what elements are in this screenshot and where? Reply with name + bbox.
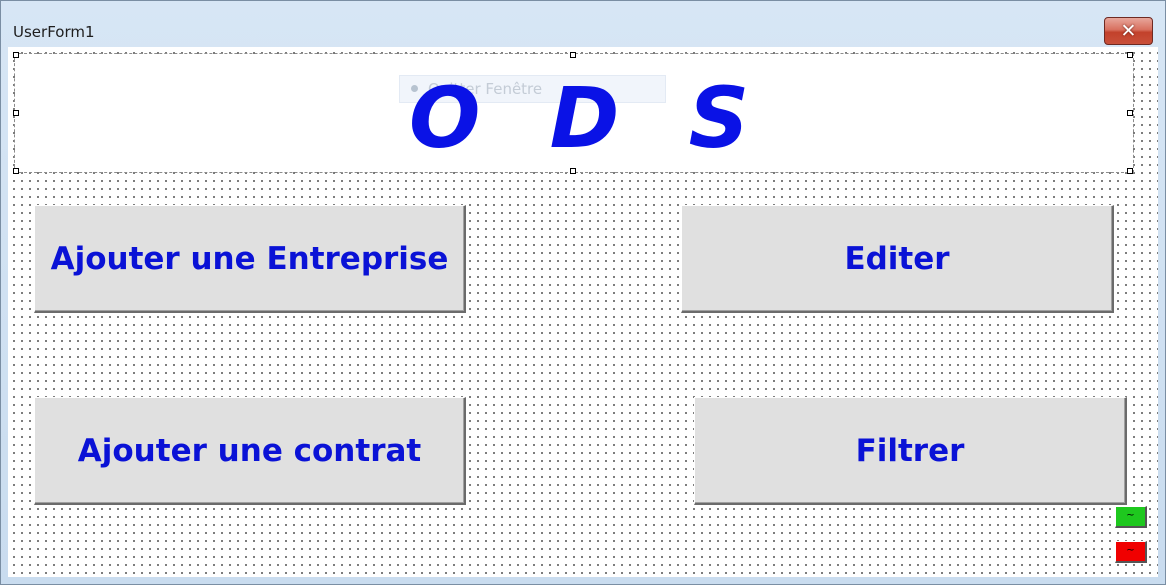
close-button[interactable]: ✕: [1104, 17, 1153, 45]
resize-handle[interactable]: [1127, 110, 1133, 116]
resize-handle[interactable]: [570, 52, 576, 58]
window-title: UserForm1: [13, 23, 95, 41]
edit-button[interactable]: Editer: [681, 205, 1114, 313]
ghost-option-button: Quitter Fenêtre: [399, 75, 666, 103]
banner-title: O D S: [409, 69, 770, 167]
add-company-button[interactable]: Ajouter une Entreprise: [34, 205, 466, 313]
ghost-option-label: Quitter Fenêtre: [428, 80, 543, 98]
add-contract-button[interactable]: Ajouter une contrat: [34, 397, 466, 505]
resize-handle[interactable]: [13, 52, 19, 58]
resize-handle[interactable]: [13, 168, 19, 174]
resize-handle[interactable]: [570, 168, 576, 174]
resize-handle[interactable]: [1127, 52, 1133, 58]
header-banner[interactable]: Quitter Fenêtre O D S: [14, 53, 1134, 173]
close-icon: ✕: [1120, 19, 1137, 42]
resize-handle[interactable]: [1127, 168, 1133, 174]
confirm-button[interactable]: ~: [1115, 506, 1147, 528]
title-bar[interactable]: UserForm1 ✕: [1, 1, 1165, 47]
form-design-grid: Quitter Fenêtre O D S Ajouter une Entrep…: [8, 47, 1158, 577]
radio-dot-icon: [411, 85, 418, 92]
resize-handle[interactable]: [13, 110, 19, 116]
cancel-button[interactable]: ~: [1115, 541, 1147, 563]
filter-button[interactable]: Filtrer: [694, 397, 1127, 505]
